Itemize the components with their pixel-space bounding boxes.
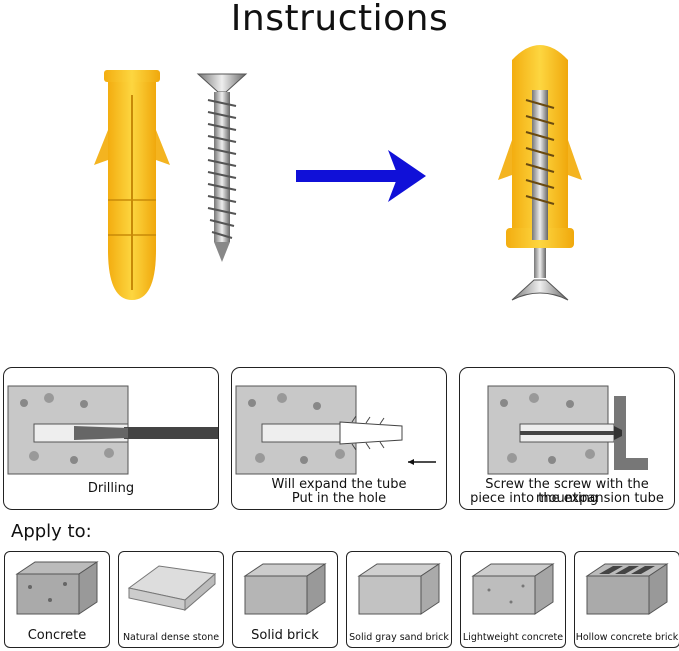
sand-brick-icon — [357, 563, 441, 615]
concrete-block-icon — [15, 561, 99, 615]
assembled-anchor — [498, 45, 582, 301]
step-caption: Drilling — [87, 481, 135, 496]
material-label: Natural dense stone — [122, 632, 220, 643]
material-label: Concrete — [27, 628, 87, 643]
material-lightweight-concrete: Lightweight concrete — [460, 551, 566, 648]
screw — [196, 73, 248, 262]
hollow-brick-icon — [585, 563, 669, 615]
material-label: Solid brick — [251, 628, 319, 643]
material-label: Solid gray sand brick — [349, 632, 449, 643]
step-drilling-panel: Drilling — [3, 367, 219, 510]
apply-to-heading: Apply to: — [11, 521, 92, 542]
lightweight-block-icon — [471, 563, 555, 615]
insert-plug-illustration — [235, 385, 436, 475]
step-insert-panel: Will expand the tube Put in the hole — [231, 367, 447, 510]
step-caption: Will expand the tube — [271, 477, 407, 492]
material-label: Hollow concrete brick — [575, 632, 679, 643]
material-gray-sand-brick: Solid gray sand brick — [346, 551, 452, 648]
material-hollow-brick: Hollow concrete brick — [574, 551, 679, 648]
screw-in-illustration — [487, 385, 648, 475]
step-screw-panel: Screw the screw with the mounting piece … — [459, 367, 675, 510]
step-caption-2: Put in the hole — [291, 491, 387, 506]
brick-icon — [243, 563, 327, 615]
plastic-plug — [94, 70, 170, 300]
step-caption-2: piece into the expansion tube — [470, 491, 664, 506]
material-concrete: Concrete — [4, 551, 110, 648]
material-label: Lightweight concrete — [462, 632, 564, 643]
step-caption: Screw the screw with the mounting — [485, 477, 649, 506]
material-solid-brick: Solid brick — [232, 551, 338, 648]
page-title: Instructions — [230, 0, 449, 39]
anchor-illustration — [94, 45, 582, 301]
material-natural-stone: Natural dense stone — [118, 551, 224, 648]
stone-block-icon — [127, 565, 217, 612]
arrow-right-icon — [296, 150, 426, 202]
drilling-illustration — [7, 385, 218, 475]
